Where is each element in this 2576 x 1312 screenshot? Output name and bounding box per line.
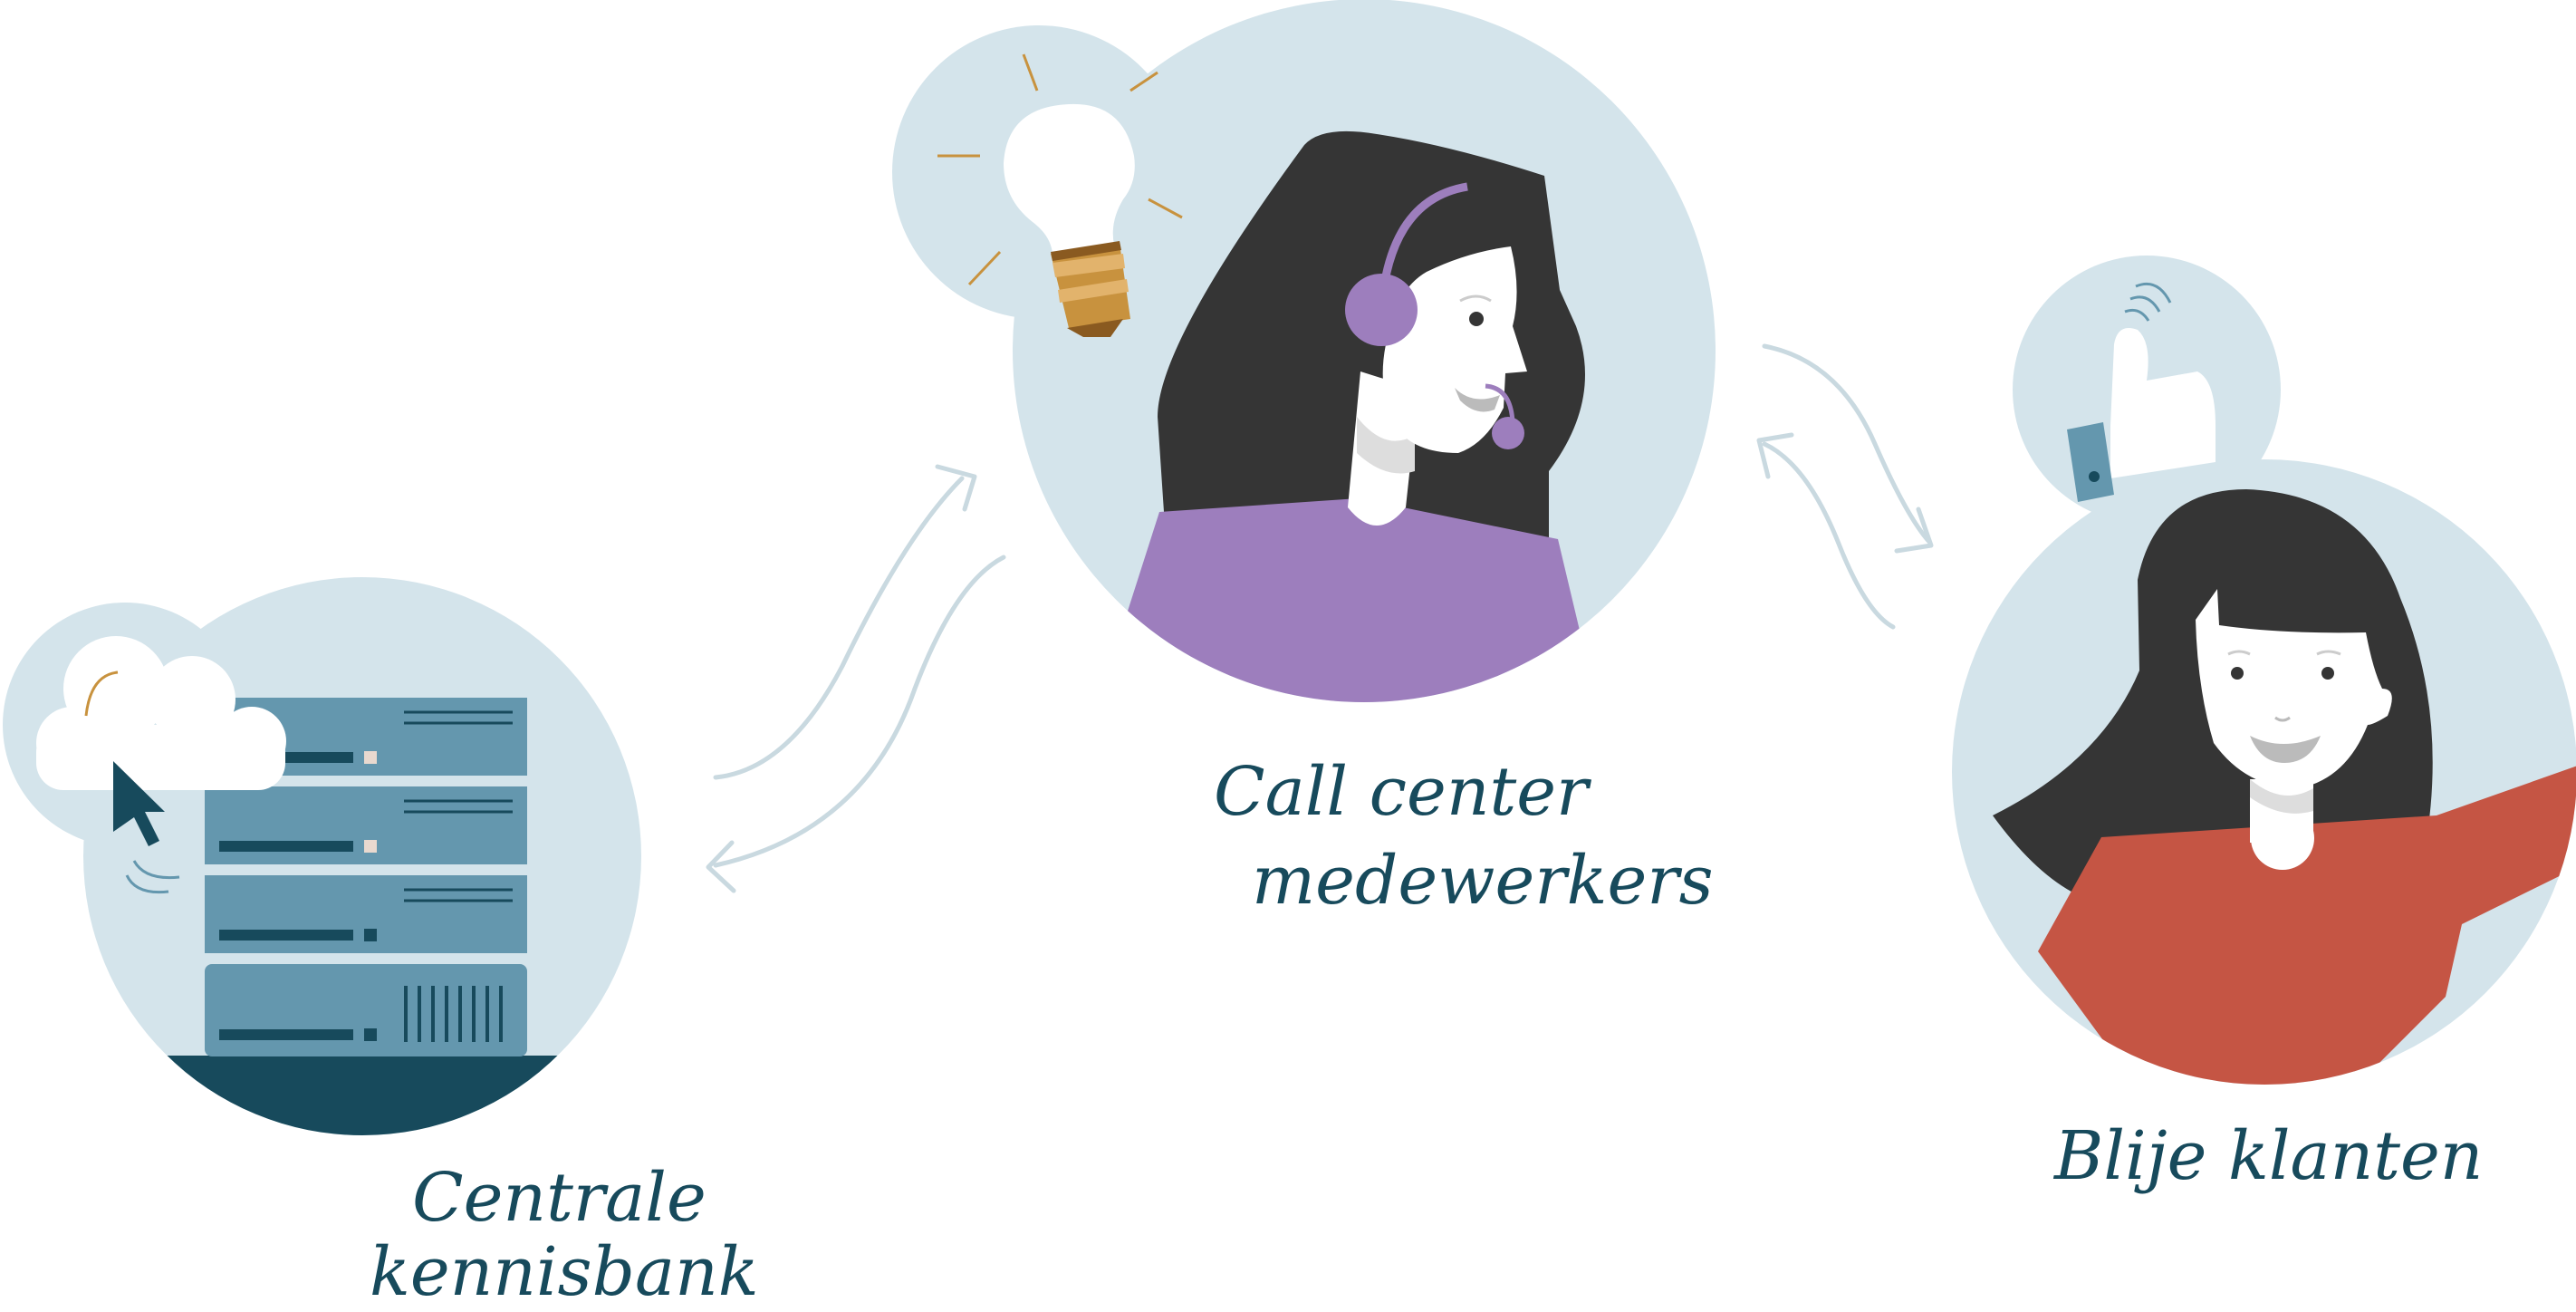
- call-center-label-line2: medewerkers: [1252, 842, 1714, 920]
- cloud-icon: [36, 636, 286, 790]
- cloud-accent: [84, 670, 119, 717]
- customers-node: [1952, 256, 2576, 1085]
- lightbulb-icon: [937, 53, 1183, 337]
- customer-face: [2196, 589, 2392, 788]
- server-rack-icon: [205, 698, 527, 1056]
- agent-hair: [1158, 130, 1585, 580]
- arrows: [706, 343, 1934, 893]
- arrow-callcenter-to-customers: [1762, 343, 1932, 545]
- knowledge-base-label-line1: Centrale: [412, 1159, 706, 1237]
- arrow-kb-to-callcenter-head: [935, 464, 977, 512]
- arrow-customers-to-callcenter-head: [1756, 432, 1794, 479]
- arrow-callcenter-to-kb: [713, 555, 1006, 868]
- cursor-icon: [113, 761, 180, 894]
- knowledge-base-node: [3, 577, 641, 1135]
- call-center-label-line1: Call center: [1214, 753, 1589, 831]
- arrow-customers-to-callcenter: [1762, 441, 1896, 630]
- headset-icon: [1345, 182, 1524, 449]
- agent-shirt: [1123, 498, 1581, 702]
- arrow-callcenter-to-kb-head: [706, 840, 736, 893]
- customers-label: Blije klanten: [2054, 1117, 2484, 1195]
- thumbs-up-icon: [2067, 282, 2216, 502]
- call-center-node: [892, 0, 1716, 702]
- customer-shirt: [2038, 761, 2576, 1085]
- arrow-kb-to-callcenter: [713, 476, 965, 780]
- arrow-callcenter-to-customers-head: [1894, 506, 1934, 554]
- knowledge-base-label-line2: kennisbank: [370, 1233, 759, 1311]
